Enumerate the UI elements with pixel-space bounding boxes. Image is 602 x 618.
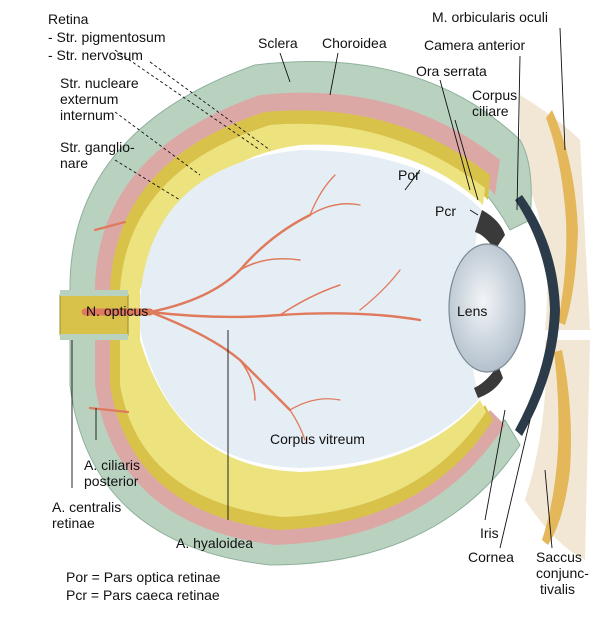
label-m-orbicularis: M. orbicularis oculi [432, 9, 548, 25]
label-a-hyaloidea: A. hyaloidea [176, 535, 253, 551]
label-retina: Retina [48, 11, 89, 27]
label-a-centralis-1: A. centralis [52, 499, 121, 515]
label-str-ganglionare-1: Str. ganglio- [60, 139, 135, 155]
label-n-opticus: N. opticus [86, 303, 148, 319]
label-corpus-ciliare-2: ciliare [472, 103, 509, 119]
label-saccus-2: conjunc- [536, 565, 589, 581]
label-saccus-3: tivalis [540, 581, 575, 597]
label-cornea: Cornea [468, 549, 514, 565]
label-sclera: Sclera [258, 35, 298, 51]
label-str-nucleare-3: internum [60, 107, 114, 123]
legend-por: Por = Pars optica retinae [66, 569, 221, 585]
label-str-nervosum: - Str. nervosum [48, 47, 143, 63]
label-corpus-ciliare-1: Corpus [472, 87, 517, 103]
label-iris: Iris [480, 525, 499, 541]
label-str-pigmentosum: - Str. pigmentosum [48, 29, 166, 45]
label-str-ganglionare-2: nare [60, 155, 88, 171]
label-por: Por [398, 167, 420, 183]
label-saccus-1: Saccus [536, 549, 582, 565]
label-a-ciliaris-2: posterior [84, 473, 139, 489]
label-pcr: Pcr [435, 203, 456, 219]
label-camera-anterior: Camera anterior [424, 37, 525, 53]
label-str-nucleare-2: externum [60, 91, 118, 107]
label-choroidea: Choroidea [322, 35, 387, 51]
label-ora-serrata: Ora serrata [416, 63, 487, 79]
label-lens: Lens [457, 303, 487, 319]
vitreous-body [140, 150, 482, 468]
legend-pcr: Pcr = Pars caeca retinae [66, 587, 220, 603]
label-a-centralis-2: retinae [52, 515, 95, 531]
label-corpus-vitreum: Corpus vitreum [270, 431, 365, 447]
label-a-ciliaris-1: A. ciliaris [84, 457, 140, 473]
label-str-nucleare-1: Str. nucleare [60, 75, 139, 91]
